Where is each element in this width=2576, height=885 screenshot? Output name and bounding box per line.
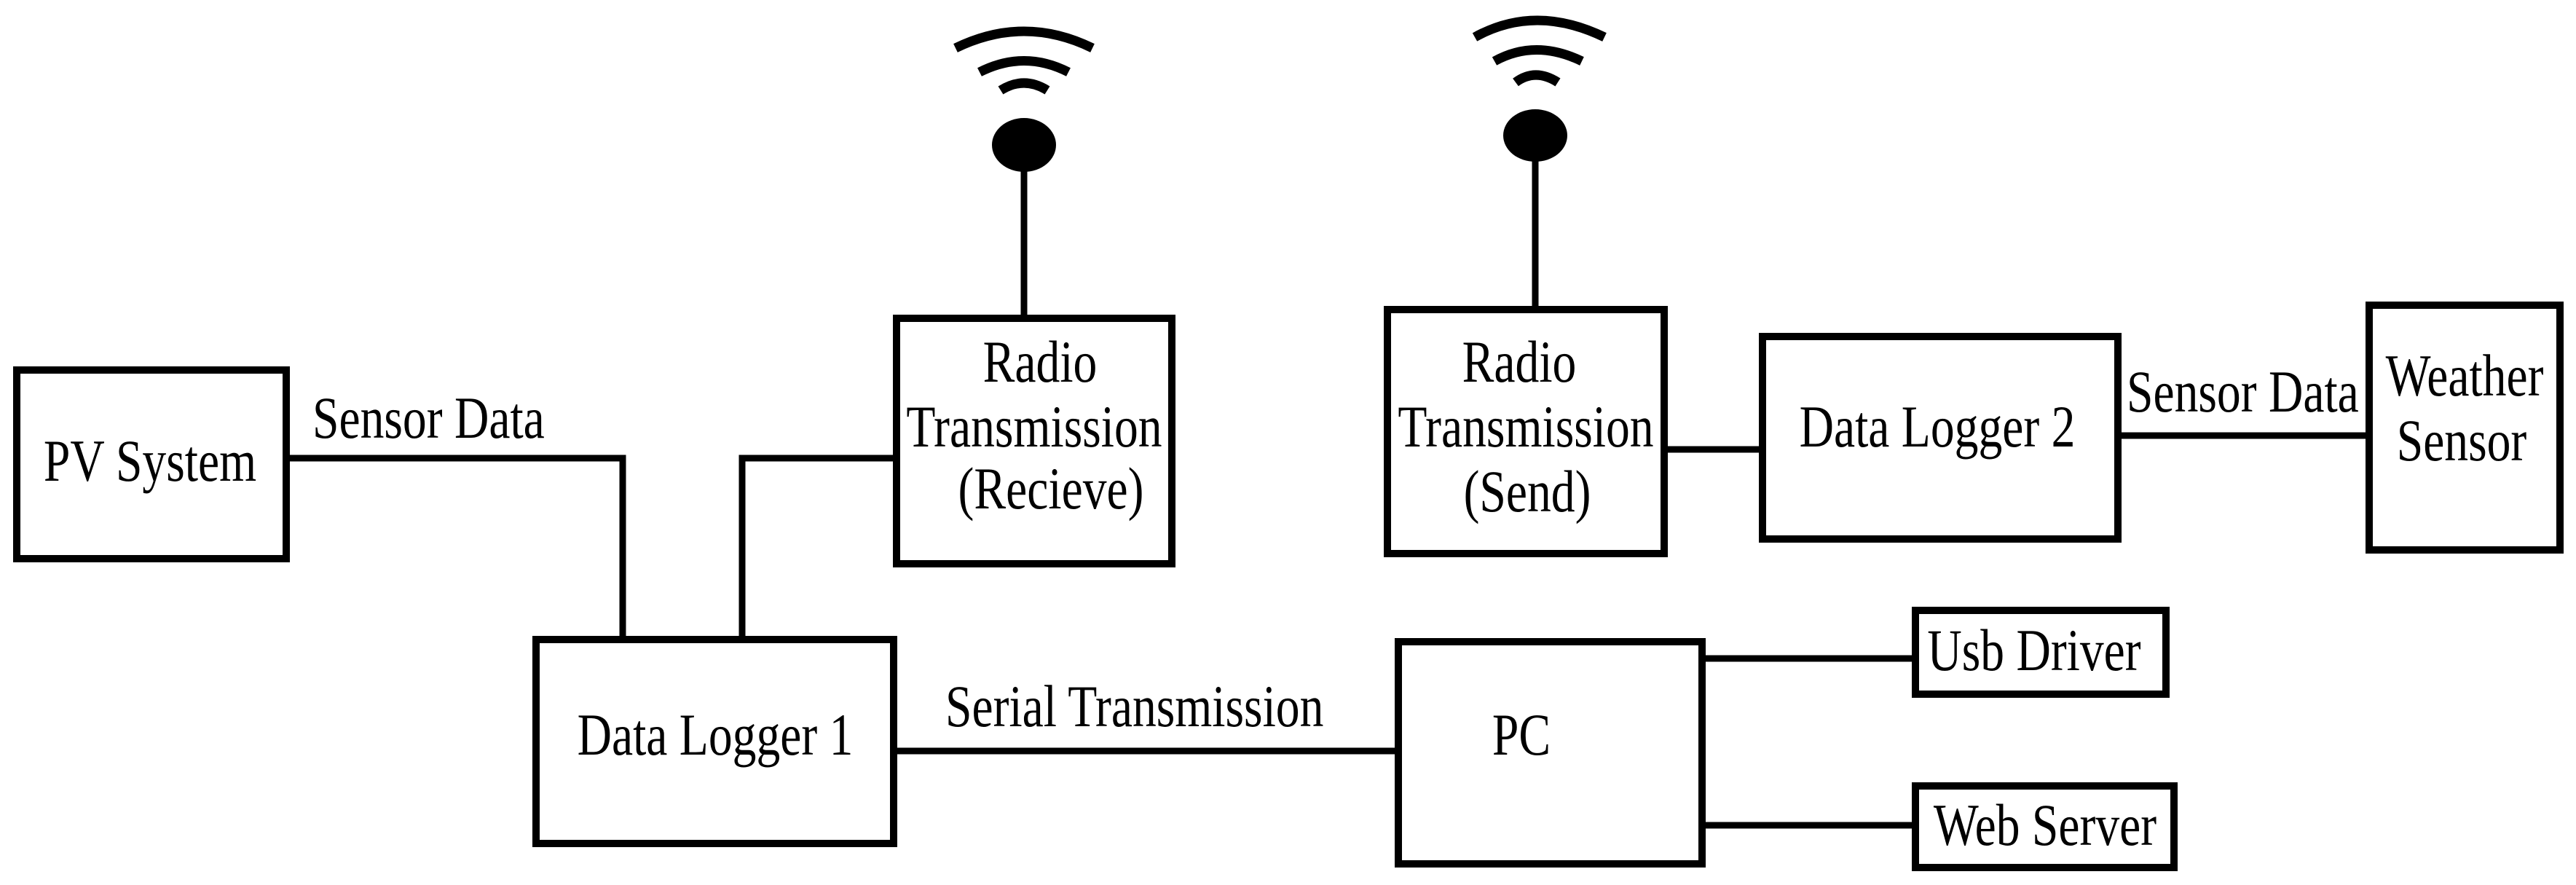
usb-driver-box — [1912, 607, 2170, 698]
radio-receive-label: (Recieve) — [958, 456, 1144, 522]
edge-label-sensor-data: Sensor Data — [312, 385, 545, 452]
data-logger-1-label: Data Logger 1 — [578, 702, 854, 768]
usb-driver-label: Usb Driver — [1927, 618, 2141, 684]
radio-send-box — [1384, 306, 1668, 557]
wire-pv-to-logger1 — [286, 455, 626, 640]
radio-send-label: Transmission — [1398, 394, 1653, 460]
weather-sensor-label: Weather — [2386, 343, 2544, 409]
edge-label-serial-transmission: Serial Transmission — [945, 674, 1323, 740]
pc-label: PC — [1492, 702, 1551, 768]
radio-send-label: (Send) — [1464, 459, 1591, 525]
antenna-icon — [953, 26, 1095, 318]
edge-label-sensor-data: Sensor Data — [2127, 359, 2359, 425]
web-server-label: Web Server — [1934, 792, 2156, 859]
antenna-icon — [1472, 15, 1607, 310]
radio-receive-label: Radio — [983, 329, 1098, 396]
web-server-box — [1912, 782, 2178, 871]
radio-receive-box — [893, 315, 1175, 567]
wire-radio-receive-to-logger1 — [738, 455, 897, 640]
pv-system-label: PV System — [44, 428, 256, 495]
data-logger-2-box — [1759, 333, 2122, 543]
pv-system-box — [13, 366, 290, 562]
data-logger-1-box — [532, 636, 897, 847]
pc-box — [1395, 638, 1706, 868]
radio-send-label: Radio — [1462, 329, 1577, 396]
weather-sensor-label: Sensor — [2397, 408, 2527, 474]
weather-sensor-box — [2366, 302, 2564, 554]
radio-receive-label: Transmission — [906, 394, 1162, 460]
data-logger-2-label: Data Logger 2 — [1800, 394, 2076, 460]
